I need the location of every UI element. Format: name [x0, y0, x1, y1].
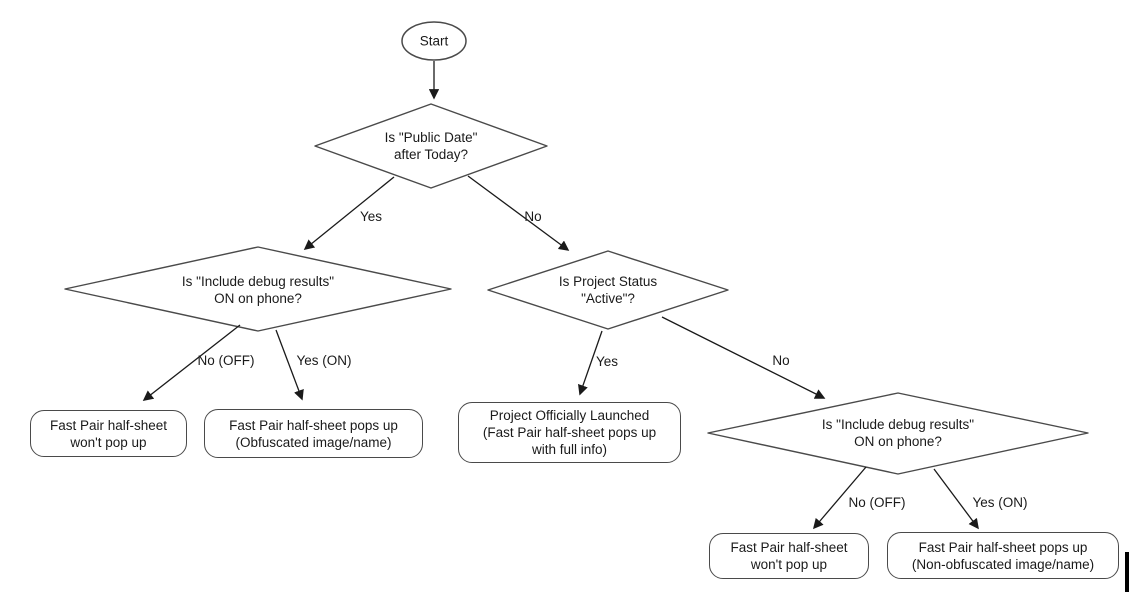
edge-label-no-off-1: No (OFF)	[197, 353, 255, 368]
decision-debug-left-label: Is "Include debug results" ON on phone?	[181, 274, 335, 306]
edge-no-to-project-status	[467, 175, 570, 251]
edge-label-no-2: No	[772, 353, 790, 368]
result-no-popup-left-label: Fast Pair half-sheet won't pop up	[49, 417, 168, 450]
result-launched-label: Project Officially Launched (Fast Pair h…	[482, 408, 657, 457]
start-node-label: Start	[419, 33, 449, 49]
decision-shape-project-status	[487, 250, 729, 330]
edge-yes-on-to-obfuscated	[275, 329, 304, 401]
edge-no-off-to-no-popup-left	[142, 324, 241, 401]
decision-shape-debug-left	[64, 246, 452, 332]
text-cursor	[1125, 552, 1129, 592]
edge-label-yes-on-2: Yes (ON)	[972, 495, 1028, 510]
start-shape	[401, 21, 467, 61]
edge-yes-to-launched	[578, 330, 603, 396]
result-non-obfuscated: Fast Pair half-sheet pops up (Non-obfusc…	[887, 532, 1119, 579]
edge-no-off-to-no-popup-right	[812, 466, 867, 530]
decision-shape-debug-right	[707, 392, 1089, 475]
result-no-popup-left: Fast Pair half-sheet won't pop up	[30, 410, 187, 457]
result-no-popup-right-label: Fast Pair half-sheet won't pop up	[730, 540, 848, 572]
result-no-popup-right: Fast Pair half-sheet won't pop up	[709, 533, 869, 579]
decision-project-status-label: Is Project Status "Active"?	[558, 274, 658, 306]
edge-yes-to-debug-left	[303, 176, 395, 250]
edge-yes-on-to-non-obfuscated	[933, 468, 979, 530]
edge-label-yes-2: Yes	[595, 354, 619, 369]
edge-label-yes-on-1: Yes (ON)	[296, 353, 352, 368]
result-obfuscated: Fast Pair half-sheet pops up (Obfuscated…	[204, 409, 423, 458]
decision-public-date-label: Is "Public Date" after Today?	[384, 130, 478, 162]
edge-label-yes-1: Yes	[359, 209, 383, 224]
edge-label-no-1: No	[524, 209, 542, 224]
decision-debug-right-label: Is "Include debug results" ON on phone?	[821, 417, 975, 449]
decision-shape-public-date	[314, 103, 548, 189]
result-non-obfuscated-label: Fast Pair half-sheet pops up (Non-obfusc…	[911, 539, 1095, 572]
edge-label-no-off-2: No (OFF)	[848, 495, 906, 510]
result-obfuscated-label: Fast Pair half-sheet pops up (Obfuscated…	[229, 417, 398, 450]
edge-no-to-debug-right	[661, 316, 826, 399]
result-launched: Project Officially Launched (Fast Pair h…	[458, 402, 681, 463]
